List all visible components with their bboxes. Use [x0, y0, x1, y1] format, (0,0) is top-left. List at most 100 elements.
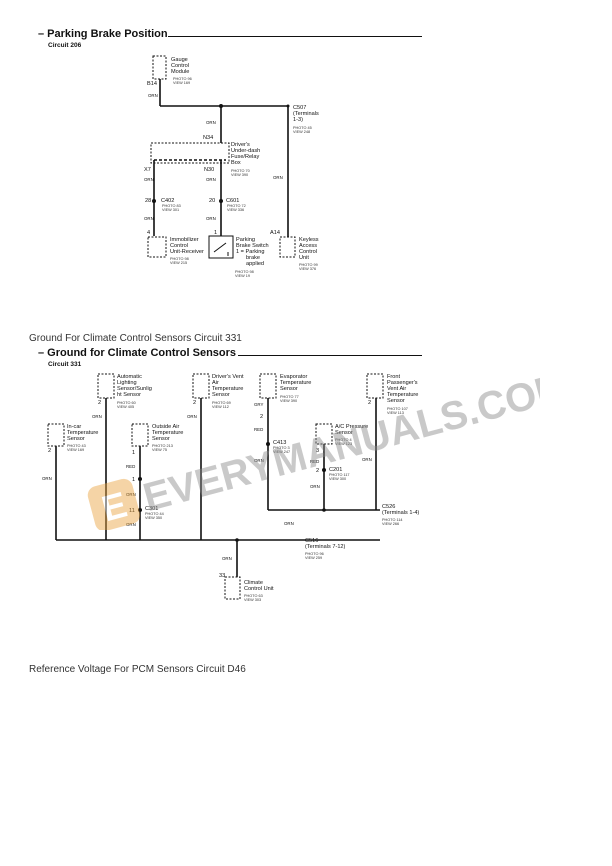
acp-box	[315, 423, 333, 445]
wire-label-front: ORN	[362, 457, 372, 462]
wire-label-gauge: ORN	[148, 93, 158, 98]
wire-label-evap-red: RED	[254, 427, 263, 432]
ground-circuit-caption: Ground For Climate Control Sensors Circu…	[29, 333, 242, 344]
pin-n30: N30	[204, 167, 214, 173]
circuit-label: Circuit 206	[48, 42, 82, 49]
pin-c201-2: 2	[316, 468, 319, 474]
wire-label-c507: ORN	[273, 175, 283, 180]
connector-dot-c301	[138, 508, 142, 512]
wire-label-splice: ORN	[206, 120, 216, 125]
title-rule-2	[238, 355, 422, 356]
section-title-ground: – Ground for Climate Control Sensors	[38, 347, 237, 359]
wire-label-outside-red: RED	[126, 464, 135, 469]
wire-label-evap-orn: ORN	[254, 458, 264, 463]
outside-box	[131, 423, 149, 447]
connector-dot-c601	[219, 199, 223, 203]
wire-label-autolight: ORN	[92, 414, 102, 419]
pin-incar-2: 2	[48, 448, 51, 454]
wire-label-x7: ORN	[144, 177, 154, 182]
wire-label-c601: ORN	[206, 216, 216, 221]
front-box	[366, 373, 384, 399]
wire-label-evap-gry: GRY	[254, 402, 264, 407]
switch-contact	[213, 242, 227, 253]
connector-dot-c201	[322, 468, 326, 472]
section-title-parking-brake: – Parking Brake Position	[38, 28, 168, 40]
wire-label-incar: ORN	[42, 476, 52, 481]
pin-28: 28	[145, 198, 151, 204]
pin-evap-2: 2	[260, 414, 263, 420]
immobilizer-box	[147, 236, 167, 258]
pin-front-2: 2	[368, 400, 371, 406]
connector-dot-outside-1	[138, 477, 142, 481]
vent-box	[192, 373, 210, 399]
reference-voltage-caption: Reference Voltage For PCM Sensors Circui…	[29, 664, 246, 675]
evap-box	[259, 373, 277, 399]
pin-vent-2: 2	[193, 400, 196, 406]
pin-c301-11: 11	[129, 508, 135, 514]
pin-1: 1	[214, 230, 217, 236]
pin-x7: X7	[144, 167, 151, 173]
circuit-label-2: Circuit 331	[48, 361, 82, 368]
pin-outside-1: 1	[132, 450, 135, 456]
c601-label: C601	[226, 198, 239, 204]
wire-label-c526: ORN	[284, 521, 294, 526]
gauge-module-box	[152, 55, 167, 80]
ccu-box	[224, 576, 241, 600]
splice-dot-c526	[322, 508, 326, 512]
wire-label-n30: ORN	[206, 177, 216, 182]
autolight-box	[97, 373, 115, 399]
c413-label: C413	[273, 440, 286, 446]
c301-label: C301	[145, 506, 158, 512]
wire-label-outside-orn: ORN	[126, 492, 136, 497]
incar-box	[47, 423, 65, 447]
pin-20: 20	[209, 198, 215, 204]
wire-label-ccu: ORN	[222, 556, 232, 561]
connector-dot-c413	[266, 442, 270, 446]
wire-label-c301: ORN	[126, 522, 136, 527]
pin-b14: B14	[147, 81, 157, 87]
pbswitch-box	[208, 235, 234, 259]
wire-label-acp-orn: ORN	[310, 484, 320, 489]
pin-4: 4	[147, 230, 150, 236]
pin-acp-3: 3	[316, 448, 319, 454]
keyless-box	[279, 236, 296, 258]
connector-dot-c402	[152, 199, 156, 203]
c402-label: C402	[161, 198, 174, 204]
title-rule	[168, 36, 422, 37]
c201-label: C201	[329, 467, 342, 473]
splice-dot-1	[219, 104, 223, 108]
wire-label-acp-red: RED	[310, 459, 319, 464]
c526-label: C526(Terminals 1-4)	[382, 504, 419, 516]
c516-label: C516(Terminals 7-12)	[305, 538, 346, 550]
